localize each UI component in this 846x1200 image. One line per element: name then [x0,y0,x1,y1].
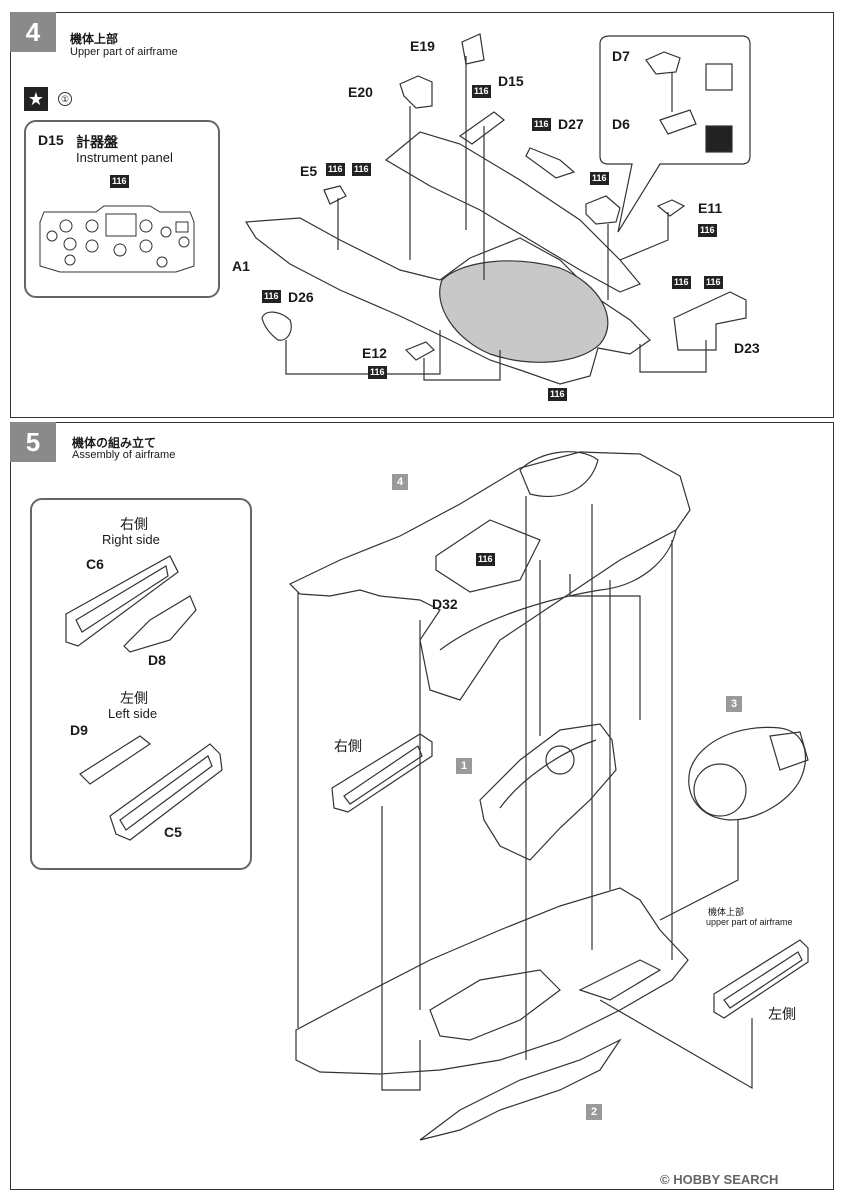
inset-right-jp: 右側 [120,516,148,532]
part-e20: E20 [348,84,373,100]
step5-title-en: Assembly of airframe [72,449,176,461]
part-d23: D23 [734,340,760,356]
upper-note-jp: 機体上部 [708,907,745,917]
circle-one-icon: ① [58,92,72,106]
ref-4-icon: 4 [392,474,408,490]
inset-right-en: Right side [102,532,160,547]
paint-d23b: 116 [704,276,723,289]
part-d15: D15 [498,73,524,89]
step4-number: 4 [10,12,56,52]
inset-left-en: Left side [108,706,158,721]
paint-step5: 116 [476,553,495,566]
paint-d-right: 116 [590,172,609,185]
paint-d26: 116 [262,290,281,303]
part-d26: D26 [288,289,314,305]
star-icon: ★ [24,87,48,111]
paint-d27: 116 [532,118,551,131]
right-side-label: 右側 [334,738,362,754]
inset-c6: C6 [86,556,104,572]
inset-left-jp: 左側 [120,690,148,706]
ref-1-icon: 1 [456,758,472,774]
instrument-panel-inset [24,120,220,298]
inset-paint-code: 116 [110,175,129,188]
left-side-label: 左側 [768,1006,796,1022]
part-d7: D7 [612,48,630,64]
paint-e12: 116 [368,366,387,379]
part-e11: E11 [698,200,723,216]
inset-part-d15: D15 [38,132,64,148]
step5-title-jp: 機体の組み立て [72,436,157,450]
step5-number: 5 [10,422,56,462]
upper-note-en: upper part of airframe [706,917,793,927]
inset-name-en: Instrument panel [76,150,173,165]
paint-d23a: 116 [672,276,691,289]
ref-3-icon: 3 [726,696,742,712]
part-d32: D32 [432,596,458,612]
inset-name-jp: 計器盤 [76,134,118,150]
part-d27: D27 [558,116,584,132]
paint-d15: 116 [472,85,491,98]
part-a1: A1 [232,258,250,274]
step4-title-jp: 機体上部 [70,32,119,46]
inset-d8: D8 [148,652,166,668]
part-d6: D6 [612,116,630,132]
part-e5: E5 [300,163,318,179]
inset-c5: C5 [164,824,182,840]
paint-e5: 116 [326,163,345,176]
part-e12: E12 [362,345,387,361]
side-panels-inset [30,498,252,870]
paint-e5b: 116 [352,163,371,176]
part-e19: E19 [410,38,435,54]
step5-frame [10,422,834,1190]
paint-bottom: 116 [548,388,567,401]
paint-e11: 116 [698,224,717,237]
inset-d9: D9 [70,722,88,738]
ref-2-icon: 2 [586,1104,602,1120]
step4-frame [10,12,834,418]
copyright-mark: © [660,1172,670,1187]
watermark-brand: HOBBY SEARCH [673,1172,779,1187]
step4-title-en: Upper part of airframe [70,46,178,58]
watermark: © HOBBY SEARCH [660,1172,778,1187]
